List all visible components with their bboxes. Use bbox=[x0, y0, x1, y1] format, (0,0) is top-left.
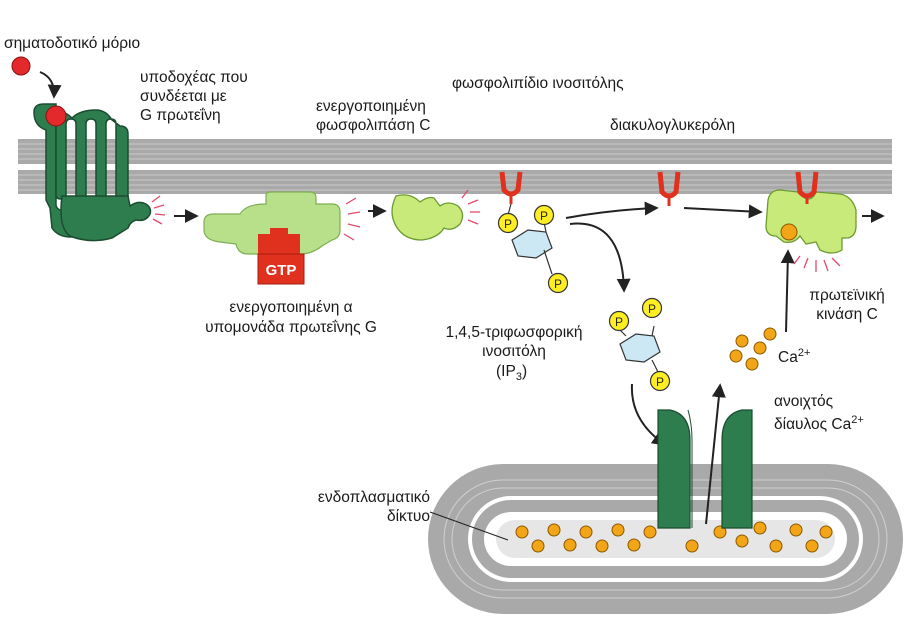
label-plc-line1: ενεργοποιημένη bbox=[316, 98, 426, 115]
label-dag: διακυλογλυκερόλη bbox=[610, 117, 736, 134]
arrow-calcium-release bbox=[705, 383, 726, 525]
phospholipase-c bbox=[391, 194, 464, 241]
receptor-glow bbox=[151, 195, 166, 225]
cytosolic-calcium bbox=[729, 327, 777, 371]
signal-arrow bbox=[39, 71, 62, 99]
label-receptor-line1: υποδοχέας που bbox=[140, 69, 248, 86]
label-pip2: φωσφολιπίδιο ινοσιτόλης bbox=[452, 75, 624, 92]
channel-superscript: 2+ bbox=[851, 414, 864, 426]
phosphate-label: P bbox=[656, 375, 664, 389]
gpcr-receptor bbox=[33, 103, 152, 242]
ip3-open: (IP bbox=[496, 363, 516, 380]
protein-kinase-c bbox=[765, 171, 857, 254]
label-calcium: Ca2+ bbox=[778, 344, 810, 367]
phosphate-label: P bbox=[540, 209, 548, 223]
phosphate-label: P bbox=[504, 217, 512, 231]
label-channel-line1: ανοιχτός bbox=[774, 393, 834, 410]
ip3-subscript: 3 bbox=[515, 371, 522, 384]
arrow-pip2-to-ip3 bbox=[569, 222, 631, 293]
label-channel-line2: δίαυλος Ca2+ bbox=[774, 411, 864, 434]
label-receptor-line3: G πρωτεΐνη bbox=[140, 107, 221, 124]
label-er-line2: δίκτυο bbox=[386, 508, 430, 525]
phosphate-label: P bbox=[615, 315, 623, 329]
channel-text: δίαυλος Ca bbox=[774, 416, 852, 434]
ip3-close: ) bbox=[521, 363, 528, 380]
label-plc-line2: φωσφολιπάση C bbox=[316, 117, 431, 134]
phosphate-label: P bbox=[554, 277, 562, 291]
label-ip3-line1: 1,4,5-τριφωσφορική bbox=[445, 324, 583, 341]
er-leader-line bbox=[429, 511, 509, 541]
label-receptor-line2: συνδέεται με bbox=[140, 88, 227, 105]
signal-molecule bbox=[11, 56, 31, 76]
dag-lipid bbox=[657, 171, 681, 206]
label-galpha-line1: ενεργοποιημένη α bbox=[229, 299, 353, 316]
label-ip3-line2: ινοσιτόλη bbox=[482, 343, 546, 360]
pkc-glow bbox=[793, 255, 841, 272]
label-ip3-abbrev: (IP3) bbox=[496, 362, 527, 387]
er-calcium-store bbox=[515, 521, 833, 553]
calcium-channel bbox=[657, 409, 753, 529]
label-signal-molecule: σηματοδοτικό μόριο bbox=[4, 35, 141, 52]
galpha-glow bbox=[343, 197, 361, 241]
plc-glow bbox=[461, 189, 480, 225]
label-pkc-line2: κινάση C bbox=[816, 306, 878, 323]
label-galpha-line2: υπομονάδα πρωτεΐνης G bbox=[205, 319, 377, 336]
ip3-molecule: P P P bbox=[608, 297, 671, 392]
label-er-line1: ενδοπλασματικό bbox=[317, 489, 430, 506]
arrow-pip2-to-dag bbox=[565, 201, 659, 219]
phosphate-label: P bbox=[648, 302, 656, 316]
g-alpha-subunit: GTP bbox=[203, 191, 341, 285]
label-pkc-line1: πρωτεϊνική bbox=[809, 287, 885, 304]
plasma-membrane bbox=[18, 139, 892, 194]
pip2-lipid: P P P bbox=[497, 171, 569, 294]
arrow-dag-to-pkc bbox=[683, 204, 763, 219]
ca-text: Ca bbox=[778, 349, 798, 367]
arrow-calcium-to-pkc bbox=[780, 249, 795, 333]
gtp-label: GTP bbox=[266, 262, 297, 279]
ca-superscript: 2+ bbox=[797, 347, 811, 359]
